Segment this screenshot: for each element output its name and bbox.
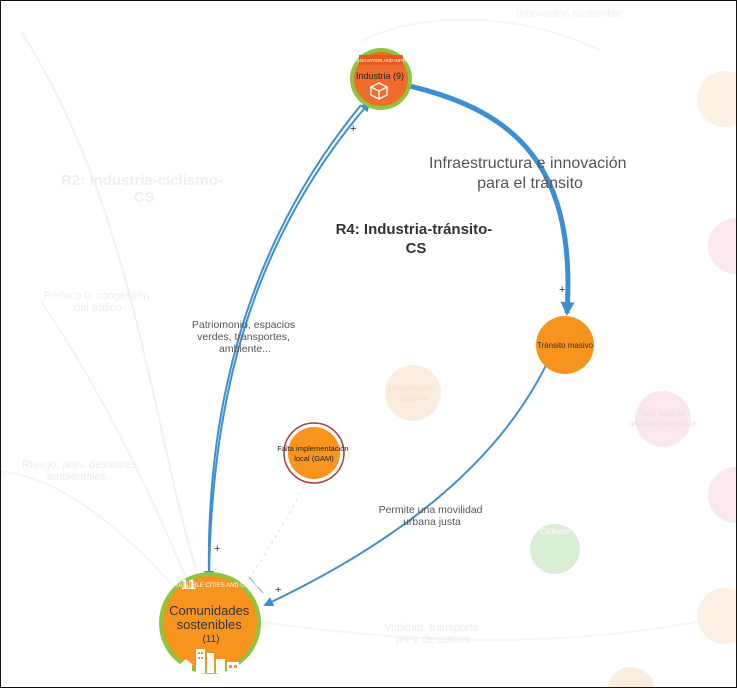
node-label-industria: Industria (9) [356, 71, 404, 81]
edge-faded-arrow [248, 576, 264, 594]
edge-comunidades-industria[interactable] [208, 101, 371, 580]
polarity-comunidades-industria: + [350, 123, 356, 135]
edges [203, 82, 575, 607]
faded-edge [250, 620, 702, 641]
node-label-transito: Tránsito masivo [537, 341, 594, 350]
faded-label-top: Innovación sostenible [516, 8, 622, 20]
faded-background: R2: Industria-ciclismo- CS Reduce la con… [1, 8, 736, 687]
sdg-badge-number: 11 [181, 576, 196, 592]
cubes-icon [369, 82, 389, 101]
faded-node [607, 667, 655, 687]
edge-transito-comunidades[interactable] [263, 358, 550, 607]
faded-label-riesgo: Riesgo, prev. desastres ambientales... [22, 459, 140, 483]
polarity-transito-comunidades: + [275, 584, 281, 596]
faded-node [697, 588, 736, 644]
faded-node [697, 71, 736, 127]
city-buildings-icon [179, 649, 239, 673]
faded-edge [240, 449, 314, 592]
sdg-badge-band [359, 55, 403, 65]
node-transito[interactable]: Tránsito masivo [536, 316, 594, 374]
faded-label-ciclismo: Ciclismo [540, 527, 571, 536]
faded-edge [1, 470, 197, 612]
loop-title: R4: Industria-tránsito- CS [336, 221, 497, 257]
sdg-badge-11: 11 SUSTAINABLE CITIES AND COMMUNITIES [155, 583, 283, 589]
edge-label-comunidades-industria: Patriomonio, espacios verdes, transporte… [192, 319, 298, 355]
edge-industria-comunidades[interactable] [203, 104, 362, 581]
node-industria[interactable]: 9 INDUSTRY, INNOVATION AND INFRASTRUCTUR… [327, 48, 436, 110]
polarity-industria-comunidades: + [214, 543, 220, 555]
node-label-comunidades: Comunidades sostenibles (11) [169, 603, 253, 645]
faded-label-reduce: Reduce la congestión del tráfico [44, 290, 153, 314]
polarity-industria-transito: + [559, 284, 565, 296]
faded-edge [20, 30, 207, 602]
edge-label-transito-comunidades: Permite una movilidad urbana justa [379, 504, 486, 528]
faded-node [635, 391, 691, 447]
node-body [288, 427, 340, 479]
node-comunidades[interactable]: 11 11 SUSTAINABLE CITIES AND COMMUNITIES… [155, 572, 283, 674]
faded-node [708, 218, 736, 274]
faded-label-vialidad: Vialidad, transporte prev. desastres [384, 622, 482, 646]
faded-node [530, 524, 580, 574]
faded-node [708, 467, 736, 523]
faded-node [385, 365, 441, 421]
edge-industria-transito[interactable] [404, 82, 575, 316]
sdg-badge-9: 9 INDUSTRY, INNOVATION AND INFRASTRUCTUR… [327, 58, 436, 63]
faded-label-falta-lugares: Falta lugares urbanos planeados [629, 409, 697, 428]
node-falta[interactable]: Falta implementación local (GAM) [277, 422, 350, 484]
faded-edge [40, 300, 202, 612]
node-body [354, 52, 408, 106]
node-body [536, 316, 594, 374]
faded-edge [360, 18, 602, 52]
faded-loop-r2: R2: Industria-ciclismo- CS [61, 172, 227, 206]
node-body [163, 576, 257, 670]
node-label-falta: Falta implementación local (GAM) [277, 444, 350, 463]
polarity-signs: + + + + [214, 123, 565, 596]
edge-label-industria-transito: Infraestructura e innovación para el trá… [429, 155, 631, 192]
faded-label-urbanizacion: Urbanización dispersa [389, 384, 438, 403]
